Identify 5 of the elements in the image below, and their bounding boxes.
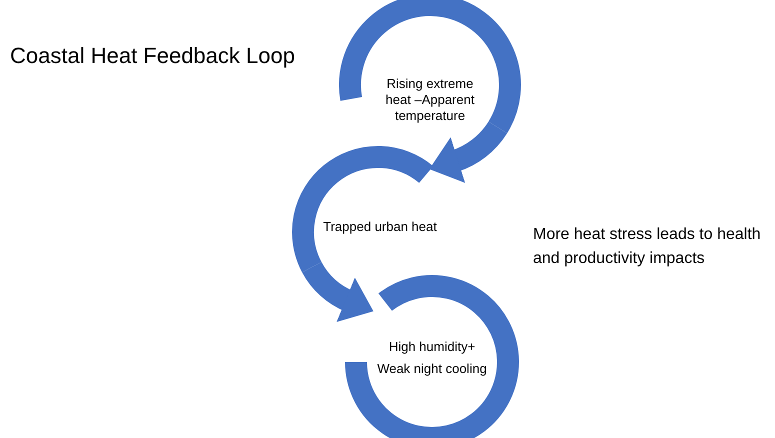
node-text: High humidity+ Weak night cooling	[376, 338, 488, 378]
title: Coastal Heat Feedback Loop	[10, 42, 295, 70]
node-text: Trapped urban heat	[322, 219, 438, 235]
node-text: Rising extreme heat –Apparent temperature	[384, 76, 476, 124]
note-text: More heat stress leads to health and productivity impacts	[533, 225, 762, 269]
